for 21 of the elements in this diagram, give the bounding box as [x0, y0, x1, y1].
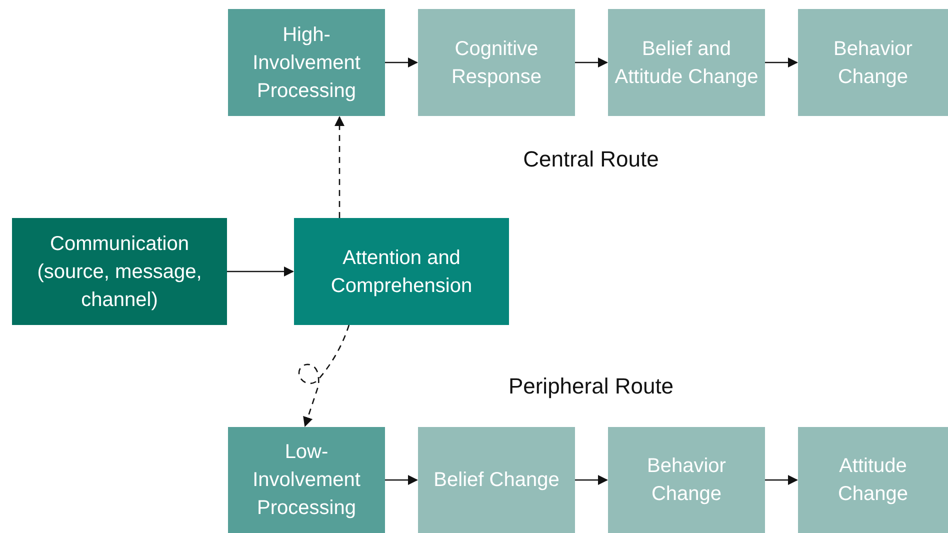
- arrow: [385, 475, 418, 485]
- process-box: Belief and Attitude Change: [608, 9, 765, 116]
- process-box: Attention and Comprehension: [294, 218, 509, 325]
- arrow: [385, 58, 418, 68]
- arrow: [765, 475, 798, 485]
- process-box: Behavior Change: [798, 9, 948, 116]
- process-box: Low-Involvement Processing: [228, 427, 385, 533]
- process-box: Cognitive Response: [418, 9, 575, 116]
- arrow: [334, 116, 344, 218]
- arrow: [298, 324, 350, 427]
- process-box: Behavior Change: [608, 427, 765, 533]
- process-box: High-Involvement Processing: [228, 9, 385, 116]
- process-box: Communication (source, message, channel): [12, 218, 227, 325]
- arrow: [227, 266, 294, 276]
- arrow: [765, 58, 798, 68]
- route-label: Central Route: [523, 146, 659, 174]
- arrow: [575, 475, 608, 485]
- arrow: [575, 58, 608, 68]
- route-label: Peripheral Route: [508, 372, 674, 400]
- process-box: Belief Change: [418, 427, 575, 533]
- process-box: Attitude Change: [798, 427, 948, 533]
